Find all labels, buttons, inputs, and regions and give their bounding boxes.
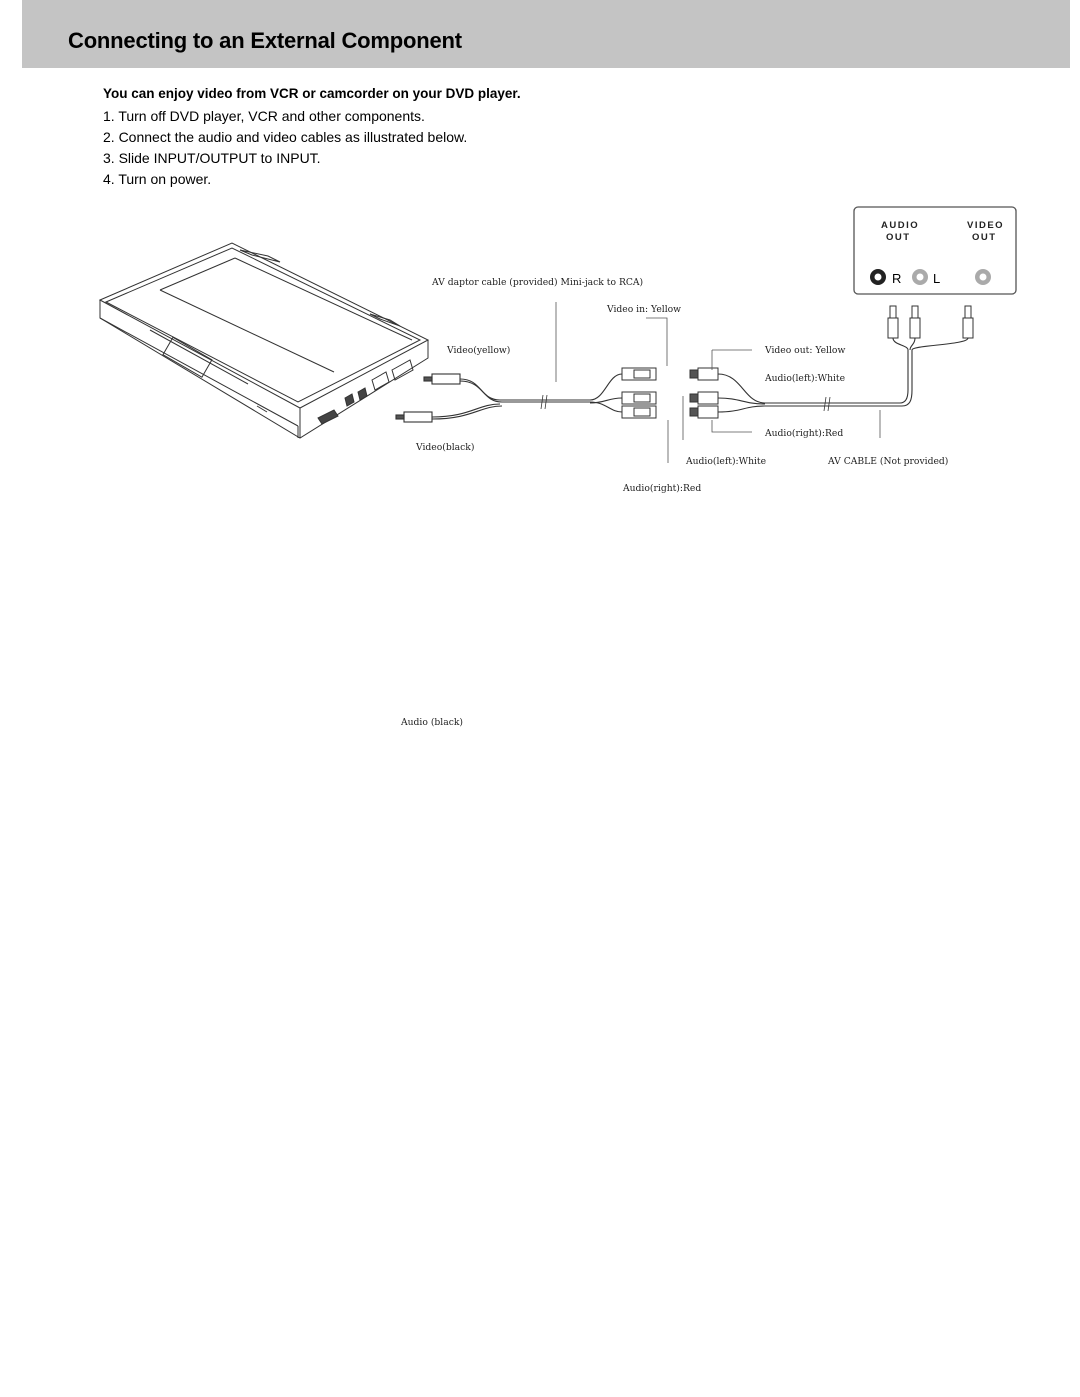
av-output-panel (853, 206, 1017, 295)
panel-audio-label: AUDIO (881, 220, 919, 231)
rca-plugs-av-cable (689, 367, 719, 419)
video-black-label: Video(black) (415, 442, 474, 453)
panel-video-label: VIDEO (967, 220, 1004, 231)
av-cable (717, 337, 969, 413)
page-title: Connecting to an External Component (68, 28, 462, 53)
panel-out-left-label: OUT (886, 232, 911, 243)
mini-jack-cables (395, 373, 623, 423)
audio-right-red-label-right: Audio(right):Red (764, 428, 843, 439)
video-out-label: Video out: Yellow (764, 345, 845, 356)
video-in-label: Video in: Yellow (606, 304, 681, 315)
video-yellow-label: Video(yellow) (446, 345, 510, 356)
audio-left-white-label-right: Audio(left):White (764, 373, 845, 384)
audio-right-red-label-mid: Audio(right):Red (622, 483, 701, 494)
step-2: 2. Connect the audio and video cables as… (103, 129, 468, 145)
av-adaptor-label: AV daptor cable (provided) Mini-jack to … (431, 277, 643, 288)
av-cable-label: AV CABLE (Not provided) (827, 456, 948, 467)
audio-left-white-label-mid: Audio(left):White (685, 456, 766, 467)
rca-plugs-adaptor (621, 367, 657, 419)
header-bar (22, 0, 1070, 68)
panel-l-label: L (933, 271, 940, 286)
step-3: 3. Slide INPUT/OUTPUT to INPUT. (103, 150, 321, 166)
step-1: 1. Turn off DVD player, VCR and other co… (103, 108, 425, 124)
audio-black-label: Audio (black) (400, 717, 463, 728)
callout-lines (555, 302, 881, 463)
panel-r-label: R (892, 271, 901, 286)
panel-out-right-label: OUT (972, 232, 997, 243)
dvd-player-illustration (98, 242, 430, 439)
connection-diagram: AUDIO VIDEO OUT OUT R L AV daptor cable … (98, 206, 1017, 728)
panel-plugs (887, 305, 974, 339)
intro-text: You can enjoy video from VCR or camcorde… (103, 86, 521, 101)
step-4: 4. Turn on power. (103, 171, 212, 187)
